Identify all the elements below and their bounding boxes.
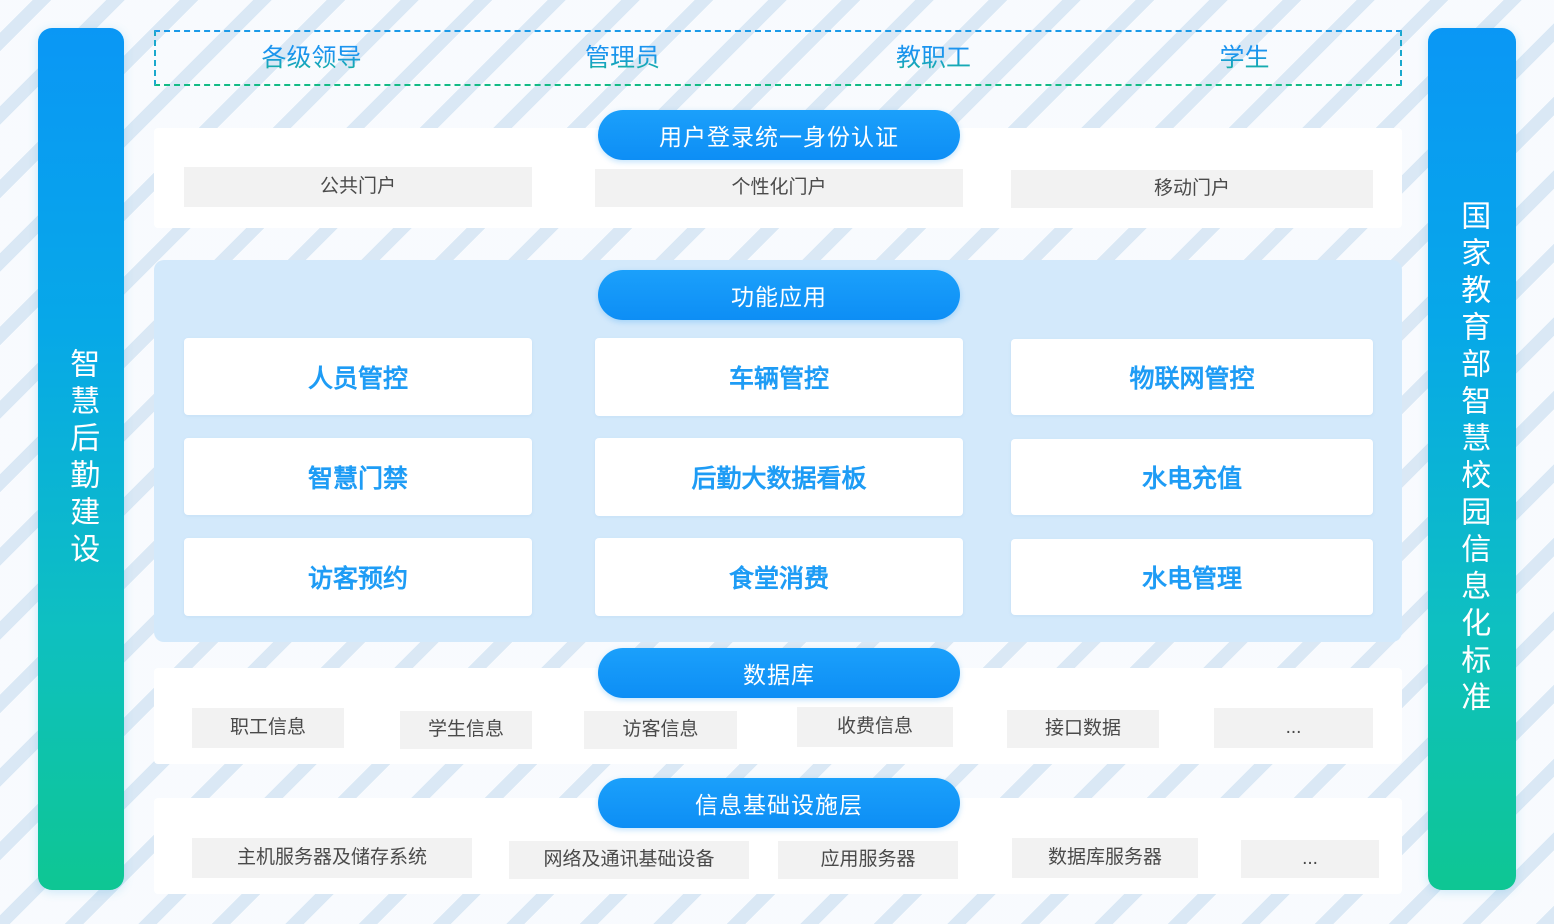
user-role-faculty: 教职工 bbox=[778, 43, 1089, 73]
app-card-utility-management[interactable]: 水电管理 bbox=[1011, 539, 1373, 615]
user-roles-band: 各级领导 管理员 教职工 学生 bbox=[154, 30, 1402, 86]
app-card-canteen-consumption[interactable]: 食堂消费 bbox=[595, 538, 963, 616]
app-card-personnel-control[interactable]: 人员管控 bbox=[184, 338, 532, 415]
database-chip-interface-data[interactable]: 接口数据 bbox=[1007, 710, 1159, 748]
user-role-leaders: 各级领导 bbox=[156, 43, 467, 73]
database-chip-more[interactable]: ... bbox=[1214, 708, 1373, 748]
app-card-utility-recharge[interactable]: 水电充值 bbox=[1011, 439, 1373, 515]
application-layer-title: 功能应用 bbox=[598, 270, 960, 320]
infra-chip-network-communication[interactable]: 网络及通讯基础设备 bbox=[509, 841, 749, 879]
infra-chip-application-server[interactable]: 应用服务器 bbox=[778, 841, 958, 879]
infra-chip-database-server[interactable]: 数据库服务器 bbox=[1012, 838, 1198, 878]
database-chip-student-info[interactable]: 学生信息 bbox=[400, 711, 532, 749]
architecture-diagram: 各级领导 管理员 教职工 学生 用户登录统一身份认证 公共门户 个性化门户 移动… bbox=[154, 0, 1404, 924]
right-rail-national-standard: 国家教育部智慧校园信息化标准 bbox=[1428, 28, 1516, 890]
database-chip-charge-info[interactable]: 收费信息 bbox=[797, 707, 953, 747]
left-rail-smart-logistics: 智慧后勤建设 bbox=[38, 28, 124, 890]
portal-layer-title: 用户登录统一身份认证 bbox=[598, 110, 960, 160]
user-role-administrators: 管理员 bbox=[467, 43, 778, 73]
app-card-logistics-dashboard[interactable]: 后勤大数据看板 bbox=[595, 438, 963, 516]
infra-chip-host-server-storage[interactable]: 主机服务器及储存系统 bbox=[192, 838, 472, 878]
database-layer-title: 数据库 bbox=[598, 648, 960, 698]
right-rail-label: 国家教育部智慧校园信息化标准 bbox=[1456, 200, 1490, 718]
app-card-vehicle-control[interactable]: 车辆管控 bbox=[595, 338, 963, 416]
infrastructure-layer-title: 信息基础设施层 bbox=[598, 778, 960, 828]
app-card-visitor-appointment[interactable]: 访客预约 bbox=[184, 538, 532, 616]
app-card-smart-access-control[interactable]: 智慧门禁 bbox=[184, 438, 532, 515]
database-chip-staff-info[interactable]: 职工信息 bbox=[192, 708, 344, 748]
infra-chip-more[interactable]: ... bbox=[1241, 840, 1379, 878]
left-rail-label: 智慧后勤建设 bbox=[65, 348, 99, 570]
portal-chip-public[interactable]: 公共门户 bbox=[184, 167, 532, 207]
app-card-iot-control[interactable]: 物联网管控 bbox=[1011, 339, 1373, 415]
database-chip-visitor-info[interactable]: 访客信息 bbox=[584, 711, 737, 749]
portal-chip-mobile[interactable]: 移动门户 bbox=[1011, 170, 1373, 208]
user-role-students: 学生 bbox=[1089, 43, 1400, 73]
portal-chip-personalized[interactable]: 个性化门户 bbox=[595, 169, 963, 207]
